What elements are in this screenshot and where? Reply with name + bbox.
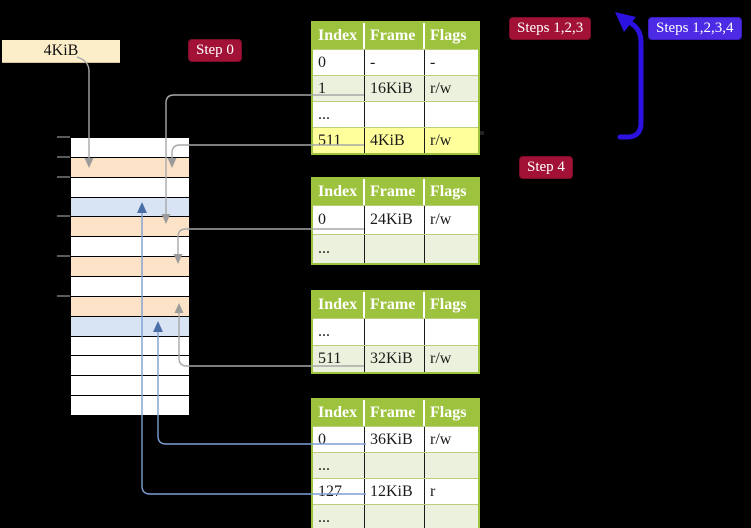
physical-memory-stack (70, 137, 190, 416)
memory-frame-row (71, 217, 189, 238)
memory-frame-row (71, 277, 189, 297)
table-row: 0 24KiB r/w (313, 205, 478, 234)
cell-index: 511 (313, 128, 365, 153)
memory-frame-row (71, 257, 189, 278)
memory-frame-row (71, 296, 189, 317)
header-flags: Flags (425, 400, 478, 426)
header-flags: Flags (425, 23, 478, 49)
cell-flags (425, 505, 478, 528)
cell-flags: r/w (425, 427, 478, 452)
cell-flags: r/w (425, 128, 478, 153)
cell-flags: r/w (425, 346, 478, 372)
cell-index: ... (313, 505, 365, 528)
cell-index: ... (313, 453, 365, 478)
page-table-level-4: Index Frame Flags 0 36KiB r/w ... 127 12… (311, 398, 480, 528)
translation-walk-arrow (617, 21, 644, 140)
memory-tick (57, 255, 70, 257)
cell-flags (425, 319, 478, 345)
cell-frame (365, 505, 425, 528)
table-row: 0 36KiB r/w (313, 426, 478, 452)
cell-index: ... (313, 235, 365, 263)
cell-frame (365, 319, 425, 345)
header-index: Index (313, 292, 365, 318)
table-row: ... (313, 101, 478, 127)
table-row: 127 12KiB r (313, 478, 478, 504)
cell-flags: r (425, 479, 478, 504)
memory-tick (57, 136, 70, 138)
page-table-level-2: Index Frame Flags 0 24KiB r/w ... (311, 177, 480, 265)
cell-frame: 12KiB (365, 479, 425, 504)
cell-frame (365, 235, 425, 263)
page-size-label: 4KiB (2, 40, 120, 63)
header-index: Index (313, 23, 365, 49)
cell-frame: 36KiB (365, 427, 425, 452)
table-row: ... (313, 504, 478, 528)
cell-frame: - (365, 50, 425, 75)
memory-frame-row (71, 336, 189, 357)
memory-frame-row (71, 376, 189, 397)
cell-frame: 24KiB (365, 206, 425, 234)
cell-frame (365, 453, 425, 478)
memory-frame-row (71, 157, 189, 178)
steps-123-badge: Steps 1,2,3 (509, 17, 592, 40)
memory-frame-row (71, 396, 189, 416)
cell-flags (425, 235, 478, 263)
cell-frame (365, 102, 425, 127)
step0-badge: Step 0 (188, 39, 242, 62)
table-header-row: Index Frame Flags (313, 179, 478, 205)
table-row: 1 16KiB r/w (313, 75, 478, 101)
cell-frame: 4KiB (365, 128, 425, 153)
cell-index: 0 (313, 206, 365, 234)
cell-index: 511 (313, 346, 365, 372)
memory-frame-row (71, 177, 189, 198)
header-frame: Frame (365, 400, 425, 426)
table1-edge-mark (480, 131, 484, 135)
memory-tick (57, 156, 70, 158)
memory-frame-row (71, 197, 189, 218)
cell-flags: r/w (425, 76, 478, 101)
memory-frame-row (71, 356, 189, 377)
table-row: 0 - - (313, 49, 478, 75)
memory-tick (57, 215, 70, 217)
cell-flags: r/w (425, 206, 478, 234)
table-row-highlighted: 511 4KiB r/w (313, 127, 478, 153)
cell-index: 127 (313, 479, 365, 504)
header-index: Index (313, 179, 365, 205)
cell-index: ... (313, 102, 365, 127)
memory-tick (57, 176, 70, 178)
cell-index: 1 (313, 76, 365, 101)
table-row: ... (313, 452, 478, 478)
header-frame: Frame (365, 292, 425, 318)
table-header-row: Index Frame Flags (313, 292, 478, 318)
header-frame: Frame (365, 23, 425, 49)
memory-tick (57, 295, 70, 297)
table-header-row: Index Frame Flags (313, 400, 478, 426)
cell-frame: 16KiB (365, 76, 425, 101)
table-header-row: Index Frame Flags (313, 23, 478, 49)
memory-frame-row (71, 316, 189, 337)
cell-flags (425, 453, 478, 478)
table-row: 511 32KiB r/w (313, 345, 478, 372)
page-table-level-3: Index Frame Flags ... 511 32KiB r/w (311, 290, 480, 374)
cell-flags: - (425, 50, 478, 75)
cell-flags (425, 102, 478, 127)
memory-frame-row (71, 237, 189, 258)
header-frame: Frame (365, 179, 425, 205)
cell-index: ... (313, 319, 365, 345)
header-flags: Flags (425, 292, 478, 318)
steps-1234-badge: Steps 1,2,3,4 (648, 17, 742, 40)
cell-frame: 32KiB (365, 346, 425, 372)
memory-frame-row (71, 138, 189, 158)
table-row: ... (313, 234, 478, 263)
cell-index: 0 (313, 427, 365, 452)
header-index: Index (313, 400, 365, 426)
cell-index: 0 (313, 50, 365, 75)
table-row: ... (313, 318, 478, 345)
header-flags: Flags (425, 179, 478, 205)
arrowhead-up-left-icon (615, 12, 636, 32)
step4-badge: Step 4 (519, 156, 573, 179)
page-table-level-1: Index Frame Flags 0 - - 1 16KiB r/w ... … (311, 21, 480, 155)
